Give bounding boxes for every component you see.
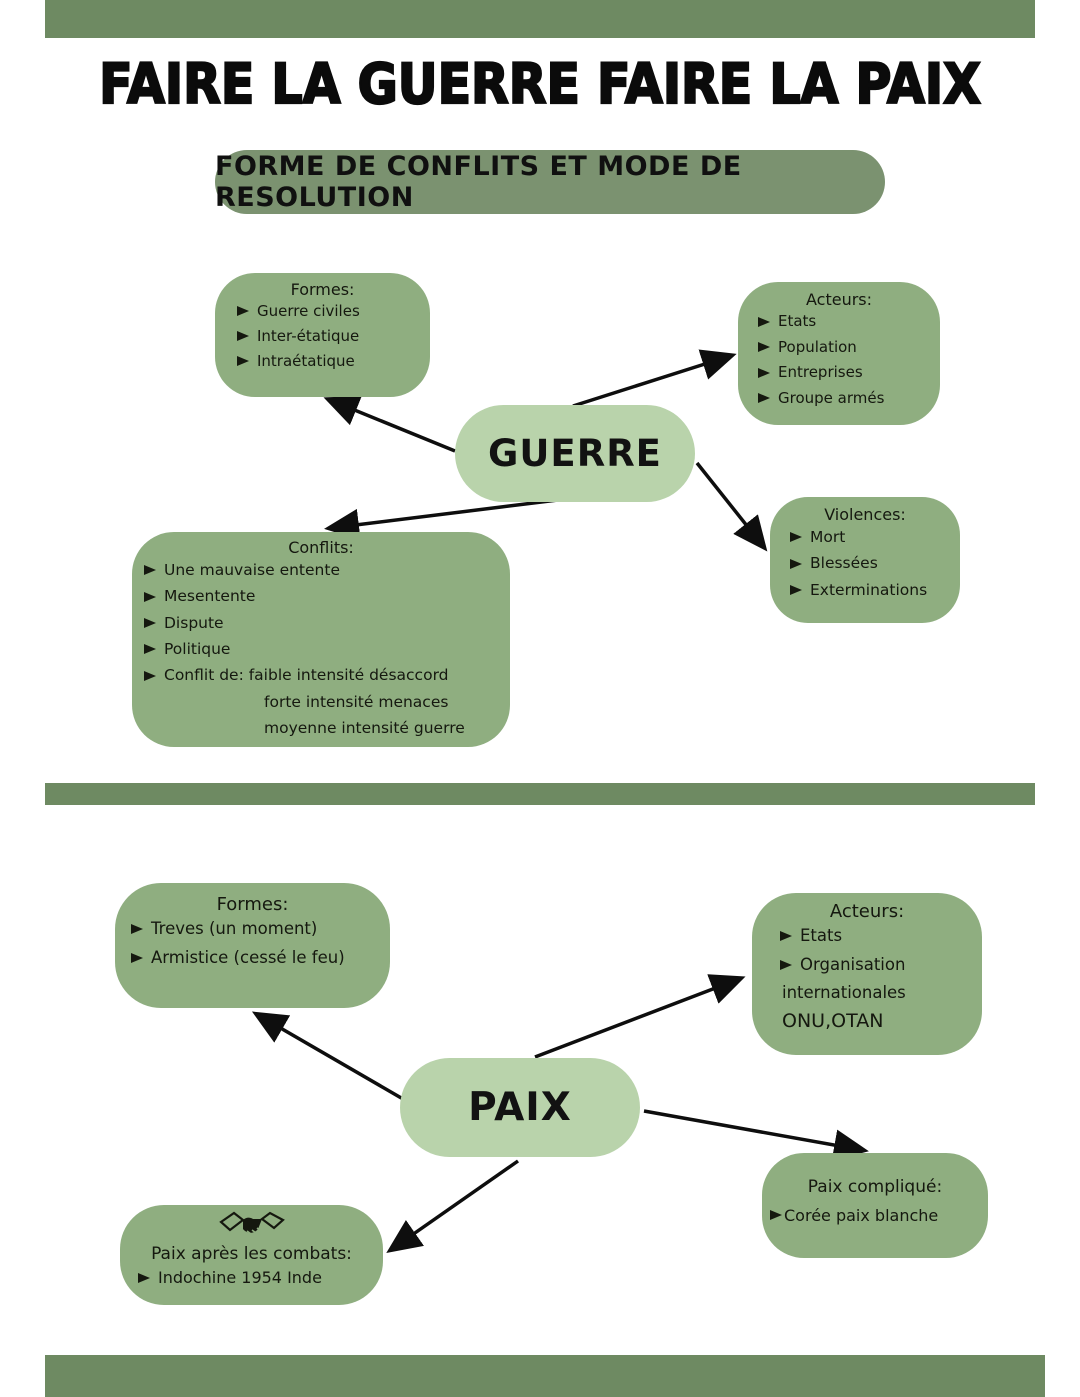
list-item: Treves (un moment) — [115, 915, 390, 944]
page-title: FAIRE LA GUERRE FAIRE LA PAIX — [98, 51, 982, 117]
list-item: Groupe armés — [738, 386, 940, 412]
arrow-bullet-icon — [790, 584, 802, 595]
list-item-label: Inter-étatique — [257, 326, 360, 345]
list-item-label: Armistice (cessé le feu) — [151, 947, 345, 967]
list-item-label: Mesentente — [164, 587, 256, 606]
list-item-label: Guerre civiles — [257, 302, 360, 320]
list-item: Politique — [132, 636, 510, 662]
list-item: Population — [738, 335, 940, 361]
list-item-label: Groupe armés — [778, 388, 885, 407]
list-item: Mesentente — [132, 583, 510, 609]
guerre-node: GUERRE — [455, 405, 695, 502]
arrow-bullet-icon — [237, 306, 249, 317]
list-item-label: Etats — [800, 926, 843, 945]
list-item: Organisation — [752, 951, 982, 980]
list-item-label: Dispute — [164, 613, 224, 632]
list-item: Armistice (cessé le feu) — [115, 944, 390, 973]
guerre-violences-box: Violences: Mort Blessées Exterminations — [770, 497, 960, 623]
paix-node-label: PAIX — [468, 1085, 572, 1130]
list-item: Dispute — [132, 610, 510, 636]
arrow-bullet-icon — [770, 1210, 782, 1221]
arrow-bullet-icon — [138, 1272, 150, 1283]
arrow-bullet-icon — [758, 367, 770, 378]
list-item: Inter-étatique — [215, 324, 430, 349]
list-item-continuation: moyenne intensité guerre — [264, 719, 465, 738]
arrow-bullet-icon — [780, 960, 792, 971]
paix-compliquee-box: Paix compliqué: Corée paix blanche — [762, 1153, 988, 1258]
list-item-label: Mort — [810, 528, 846, 546]
arrow-bullet-icon — [144, 644, 156, 655]
list-item-continuation: internationales — [782, 982, 906, 1002]
list-item: Guerre civiles — [215, 299, 430, 324]
guerre-conflits-box: Conflits: Une mauvaise entente Mesentent… — [132, 532, 510, 747]
paix-acteurs-box: Acteurs: Etats Organisation internationa… — [752, 893, 982, 1055]
arrow-bullet-icon — [237, 355, 249, 366]
list-item: Conflit de: faible intensité désaccord — [132, 662, 510, 688]
arrow-bullet-icon — [131, 924, 143, 935]
list-item: Etats — [752, 922, 982, 951]
arrow-bullet-icon — [780, 931, 792, 942]
arrow-bullet-icon — [131, 953, 143, 964]
paix-formes-title: Formes: — [216, 894, 289, 915]
guerre-acteurs-title: Acteurs: — [805, 290, 873, 309]
list-item-label: Corée paix blanche — [784, 1205, 939, 1225]
list-item-continuation: forte intensité menaces — [264, 692, 449, 711]
list-item-label: Blessées — [810, 554, 878, 573]
guerre-conflits-title: Conflits: — [288, 538, 354, 557]
list-item-label: Intraétatique — [257, 351, 355, 370]
guerre-formes-title: Formes: — [290, 280, 355, 299]
list-item-label: Politique — [164, 640, 231, 659]
list-item: Blessées — [770, 550, 960, 576]
arrow-bullet-icon — [144, 591, 156, 602]
paix-formes-box: Formes: Treves (un moment) Armistice (ce… — [115, 883, 390, 1008]
list-item-label: Organisation — [800, 954, 906, 974]
arrow-bullet-icon — [758, 342, 770, 353]
arrow-bullet-icon — [790, 532, 802, 543]
top-decoration-bar — [45, 0, 1035, 38]
guerre-node-label: GUERRE — [488, 432, 662, 475]
paix-node: PAIX — [400, 1058, 640, 1157]
list-item-label: Population — [778, 337, 857, 356]
arrow-bullet-icon — [758, 393, 770, 404]
arrow-bullet-icon — [758, 316, 770, 327]
guerre-violences-title: Violences: — [824, 505, 906, 524]
list-item-label: Conflit de: faible intensité désaccord — [164, 666, 449, 685]
list-item: Une mauvaise entente — [132, 557, 510, 583]
arrow-bullet-icon — [790, 558, 802, 569]
bottom-decoration-bar — [45, 1355, 1045, 1397]
arrow-bullet-icon — [144, 617, 156, 628]
handshake-icon — [120, 1209, 383, 1243]
paix-apres-combats-title: Paix après les combats: — [151, 1244, 352, 1264]
list-item-label: Exterminations — [810, 580, 928, 599]
list-item-continuation: ONU,OTAN — [782, 1010, 884, 1033]
arrow-bullet-icon — [237, 331, 249, 342]
subtitle-banner-label: FORME DE CONFLITS ET MODE DE RESOLUTION — [215, 151, 742, 213]
list-item: Intraétatique — [215, 349, 430, 374]
section-divider-bar — [45, 783, 1035, 805]
list-item-label: Treves (un moment) — [151, 919, 318, 938]
list-item-label: Etats — [778, 312, 817, 330]
list-item-label: Entreprises — [778, 363, 863, 381]
guerre-acteurs-box: Acteurs: Etats Population Entreprises Gr… — [738, 282, 940, 425]
guerre-formes-box: Formes: Guerre civiles Inter-étatique In… — [215, 273, 430, 397]
subtitle-banner: FORME DE CONFLITS ET MODE DE RESOLUTION — [215, 150, 885, 214]
list-item: Indochine 1954 Inde — [120, 1265, 383, 1291]
list-item: Mort — [770, 524, 960, 550]
list-item: Corée paix blanche — [762, 1202, 988, 1229]
list-item-label: Une mauvaise entente — [164, 561, 340, 579]
arrow-bullet-icon — [144, 565, 156, 576]
paix-acteurs-title: Acteurs: — [829, 901, 905, 922]
list-item: Exterminations — [770, 577, 960, 603]
list-item-label: Indochine 1954 Inde — [158, 1268, 322, 1288]
list-item: Etats — [738, 309, 940, 335]
paix-apres-combats-box: Paix après les combats: Indochine 1954 I… — [120, 1205, 383, 1305]
paix-compliquee-title: Paix compliqué: — [807, 1177, 943, 1197]
list-item: Entreprises — [738, 360, 940, 386]
arrow-bullet-icon — [144, 670, 156, 681]
